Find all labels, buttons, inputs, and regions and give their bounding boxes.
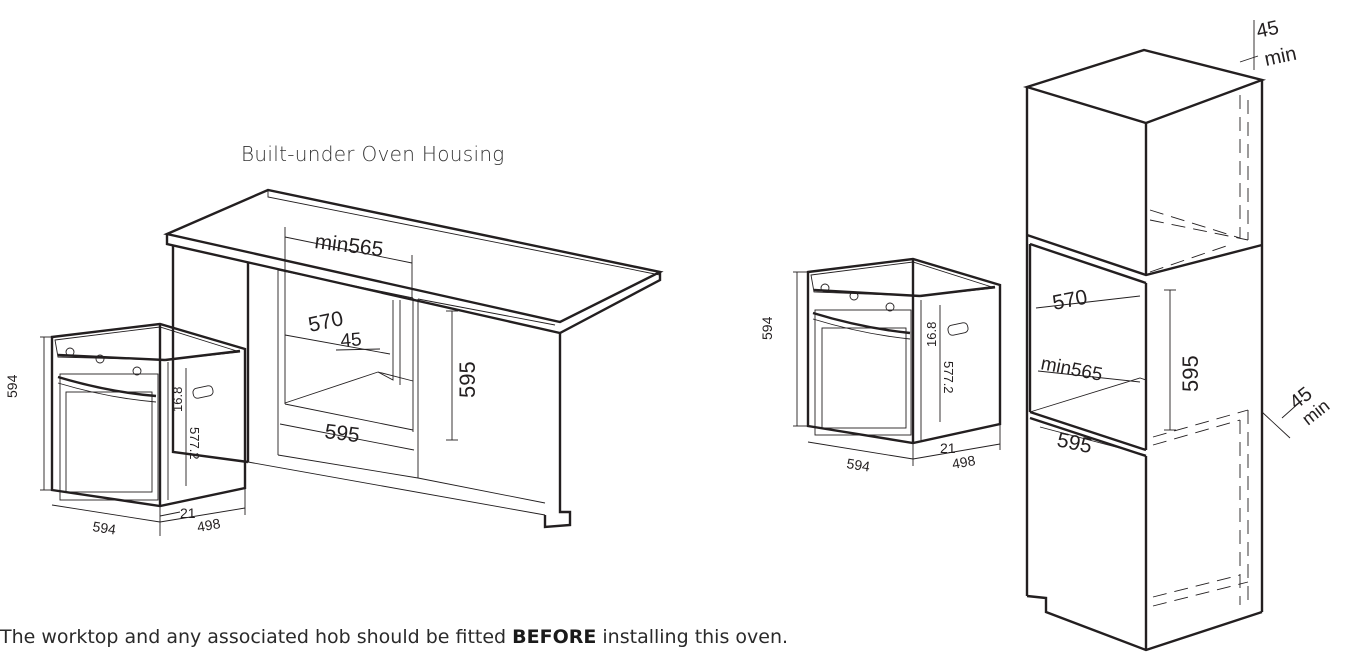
note-text-before: The worktop and any associated hob shoul… [0, 626, 513, 648]
note-text-after: installing this oven. [596, 626, 789, 648]
oven-left-depth: 498 [196, 515, 222, 535]
diagram-title: Built-under Oven Housing [241, 142, 505, 166]
under-bottom-width: 595 [323, 420, 361, 447]
under-housing: min565 570 45 595 595 [163, 188, 664, 529]
oven-right-panel-top: 16.8 [924, 322, 939, 347]
oven-left-front-offset: 21 [180, 505, 196, 521]
oven-right: 594 16.8 577.2 21 594 498 [759, 257, 1002, 475]
oven-left: 594 16.8 577.2 21 594 498 [4, 322, 247, 538]
tall-inner-width: 570 [1051, 286, 1090, 315]
tall-top-gap: 45 [1254, 17, 1280, 43]
oven-right-height: 594 [759, 316, 775, 340]
tall-top-gap-min: min [1262, 43, 1298, 71]
tall-housing: 570 min565 595 595 45 min 45 min [1022, 17, 1333, 652]
note-emphasis: BEFORE [512, 626, 597, 648]
oven-right-front-offset: 21 [940, 440, 956, 456]
oven-left-body-height: 577.2 [187, 427, 202, 460]
under-top-width: min565 [313, 230, 384, 261]
tall-height: 595 [1178, 355, 1203, 392]
oven-right-depth: 498 [951, 452, 977, 472]
installation-note: The worktop and any associated hob shoul… [0, 626, 788, 648]
oven-right-body-height: 577.2 [941, 361, 956, 394]
oven-left-height: 594 [4, 374, 20, 398]
oven-right-width: 594 [846, 455, 872, 474]
oven-left-width: 594 [92, 518, 118, 537]
under-height: 595 [455, 361, 480, 398]
under-inner-depth: 45 [340, 329, 363, 352]
tall-bottom-width: 595 [1055, 428, 1094, 458]
tall-min-depth: min565 [1039, 353, 1104, 386]
